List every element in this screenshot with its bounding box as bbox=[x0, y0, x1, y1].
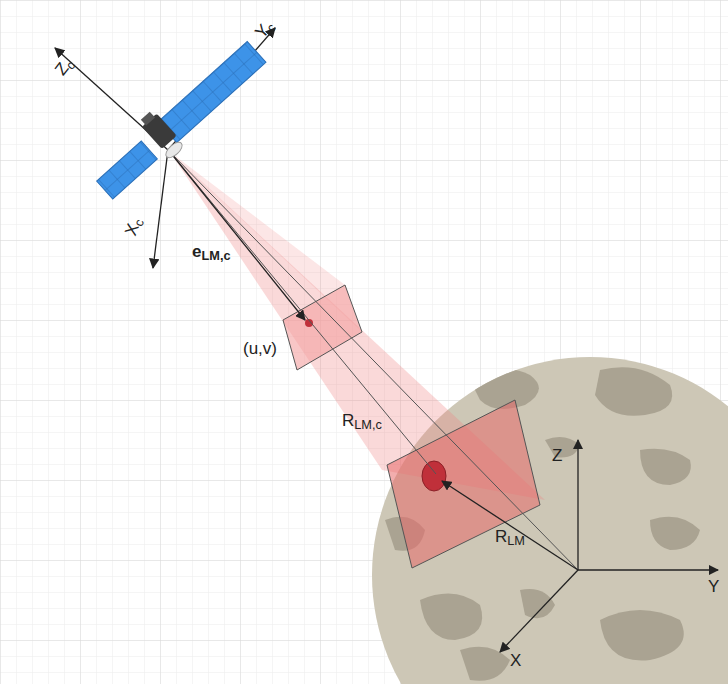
axis-label: X bbox=[510, 652, 521, 669]
pixel-label: (u,v) bbox=[243, 340, 277, 357]
camera-frame bbox=[55, 28, 275, 268]
axis-label: Z bbox=[552, 447, 562, 464]
unit-vector bbox=[170, 152, 305, 320]
landmark-vector bbox=[442, 481, 578, 570]
position-line bbox=[170, 152, 578, 570]
range-line bbox=[170, 152, 436, 474]
moon-frame bbox=[500, 440, 718, 652]
satellite bbox=[97, 41, 266, 199]
landmark-patch bbox=[387, 400, 540, 568]
landmark bbox=[422, 461, 446, 491]
axis-label: Y bbox=[708, 578, 719, 595]
vector-label: RLM,c bbox=[342, 412, 382, 432]
vector-label: RLM bbox=[495, 528, 525, 548]
image-plane bbox=[283, 285, 362, 370]
vector-label: eLM,c bbox=[192, 243, 231, 263]
